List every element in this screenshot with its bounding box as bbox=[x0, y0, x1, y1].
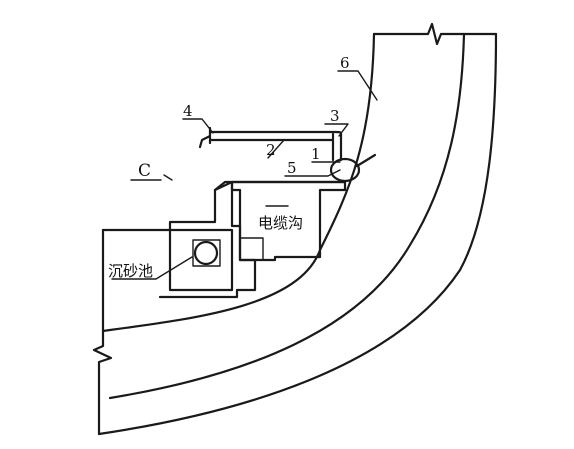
sedimentation-tank-outline bbox=[101, 180, 257, 299]
cable-trench-step bbox=[239, 237, 264, 261]
tunnel-lining-inner-curve bbox=[97, 32, 498, 436]
drain-connection bbox=[355, 153, 377, 168]
callout-1-label: 1 bbox=[311, 145, 321, 163]
walkway-slab bbox=[213, 180, 347, 192]
sedimentation-tank-label: 沉砂池 bbox=[108, 262, 153, 280]
tunnel-lining-middle-curve bbox=[108, 32, 466, 400]
leader-line-c bbox=[130, 174, 173, 181]
callout-5-label: 5 bbox=[287, 159, 297, 177]
pipe-elbow bbox=[334, 130, 343, 138]
leader-line-6 bbox=[337, 70, 378, 101]
callout-4-label: 4 bbox=[183, 102, 193, 120]
horizontal-pipe-2 bbox=[208, 130, 338, 142]
riser-pipe-3 bbox=[331, 132, 343, 162]
callout-6-label: 6 bbox=[340, 54, 350, 72]
drain-pipe-1 bbox=[329, 157, 361, 183]
sedimentation-tank-inner-box bbox=[168, 228, 234, 292]
top-break-line bbox=[372, 22, 498, 46]
section-c-label: C bbox=[138, 161, 151, 181]
leader-line-2 bbox=[267, 139, 285, 159]
sedimentation-tank-pipe-frame bbox=[192, 239, 221, 267]
callout-3-label: 3 bbox=[330, 107, 340, 125]
leader-line-3 bbox=[324, 123, 349, 137]
cable-trench-label: 电缆沟 bbox=[258, 214, 303, 232]
outlet-4 bbox=[198, 126, 212, 149]
sedimentation-tank-pipe-circle bbox=[193, 240, 219, 266]
leader-line-sedimentation-tank bbox=[111, 256, 193, 280]
leader-line-4 bbox=[182, 118, 214, 134]
left-break-zigzag bbox=[92, 329, 113, 436]
callout-2-label: 2 bbox=[266, 141, 276, 159]
leader-line-5 bbox=[284, 169, 341, 177]
